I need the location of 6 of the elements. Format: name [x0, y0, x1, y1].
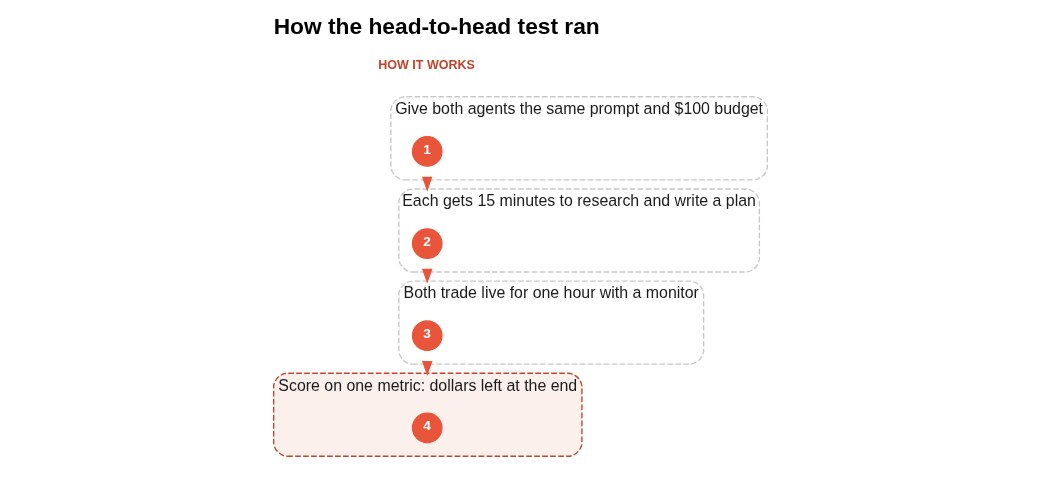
diagram-title: How the head-to-head test ran [273, 13, 600, 40]
node-circle: 2 [411, 228, 443, 259]
node-circle: 4 [411, 412, 443, 444]
node-circle: 1 [411, 136, 443, 167]
node-circle: 3 [411, 320, 443, 352]
label: HOW IT WORKS [377, 58, 475, 73]
